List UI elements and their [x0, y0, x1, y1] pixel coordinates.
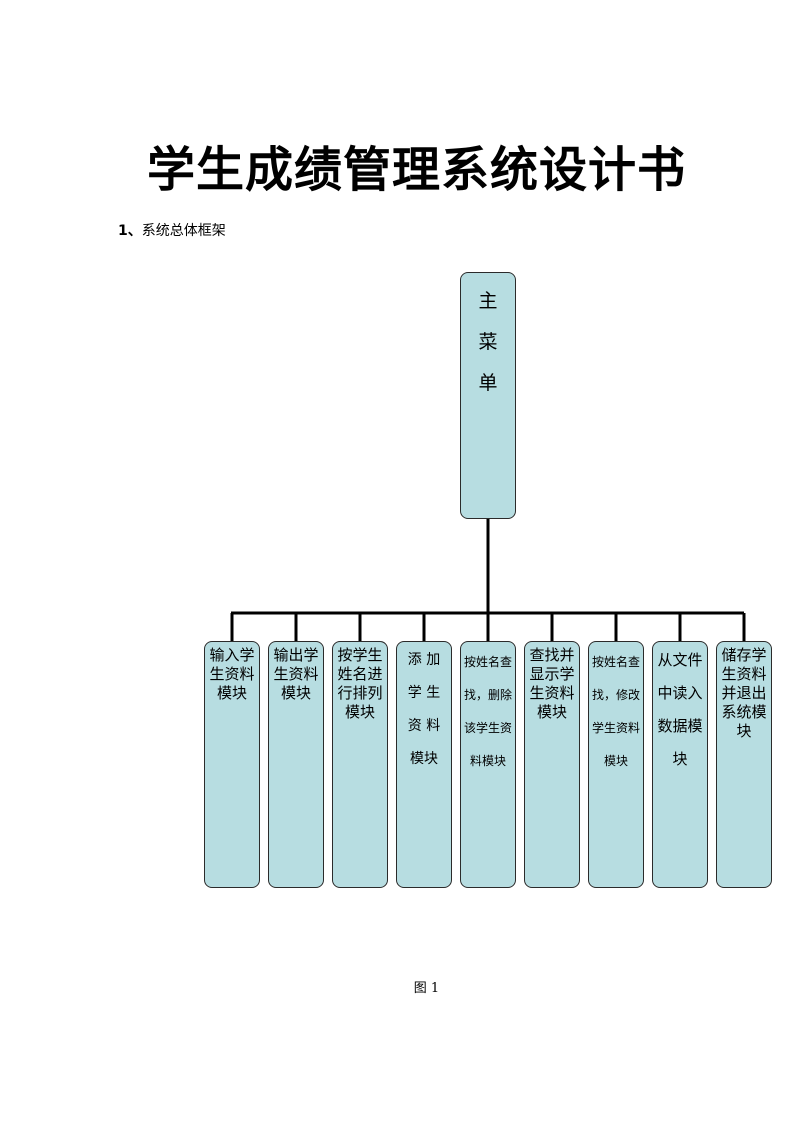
- module-node-output: 输出学生资料模块: [268, 641, 324, 888]
- section-number: 1、: [118, 223, 142, 239]
- section-heading: 1、系统总体框架: [118, 220, 226, 240]
- module-node-sort: 按学生姓名进行排列模块: [332, 641, 388, 888]
- module-node-save-exit: 储存学生资料并退出系统模块: [716, 641, 772, 888]
- root-char-2: 菜: [478, 331, 498, 353]
- module-node-add: 添 加 学 生 资 料 模块: [396, 641, 452, 888]
- document-title: 学生成绩管理系统设计书: [146, 142, 686, 198]
- module-node-search: 查找并显示学生资料模块: [524, 641, 580, 888]
- figure-caption: 图 1: [413, 981, 440, 996]
- module-node-input: 输入学生资料模块: [204, 641, 260, 888]
- root-node-main-menu: 主 菜 单: [460, 272, 516, 519]
- root-char-1: 主: [478, 290, 498, 312]
- module-node-modify: 按姓名查找，修改学生资料模块: [588, 641, 644, 888]
- module-node-delete: 按姓名查找，删除该学生资料模块: [460, 641, 516, 888]
- section-text: 系统总体框架: [141, 223, 226, 239]
- root-char-3: 单: [478, 372, 498, 394]
- module-node-read-file: 从文件中读入数据模块: [652, 641, 708, 888]
